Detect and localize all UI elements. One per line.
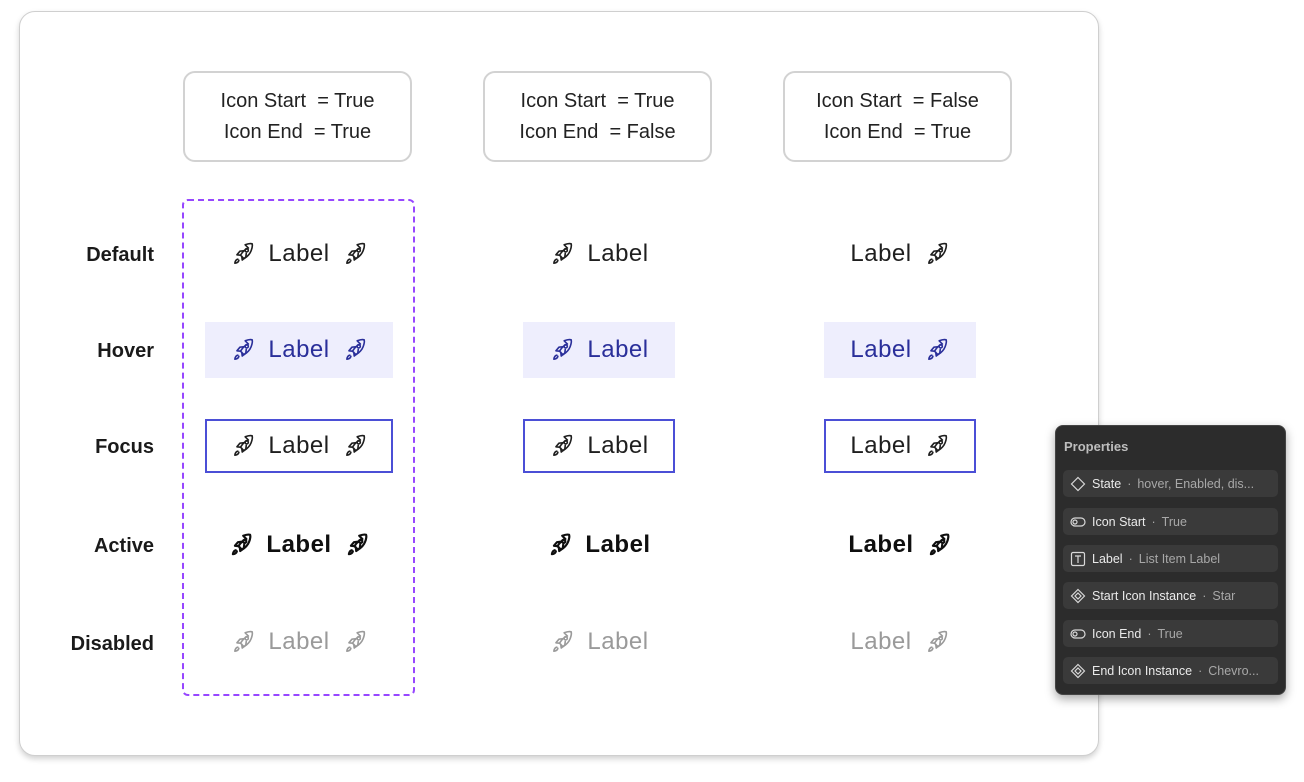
toggle-icon bbox=[1070, 628, 1086, 639]
property-name: Icon Start bbox=[1092, 514, 1146, 529]
list-item-label: Label bbox=[587, 240, 649, 267]
rocket-icon bbox=[551, 533, 571, 556]
property-value: List Item Label bbox=[1138, 551, 1221, 566]
rocket-icon bbox=[345, 630, 365, 653]
list-item-label: Label bbox=[587, 336, 649, 363]
property-row[interactable]: Icon Start · True bbox=[1063, 508, 1278, 535]
list-item-active[interactable]: Label bbox=[205, 525, 393, 565]
property-separator: · bbox=[1127, 476, 1132, 491]
property-name: Icon End bbox=[1092, 626, 1142, 641]
rocket-icon bbox=[345, 338, 365, 361]
property-separator: · bbox=[1147, 626, 1152, 641]
list-item-hover[interactable]: Label bbox=[523, 322, 675, 378]
rocket-icon bbox=[927, 630, 947, 653]
row-label-hover: Hover bbox=[97, 340, 154, 362]
rocket-icon bbox=[345, 242, 365, 265]
list-item-label: Label bbox=[585, 531, 651, 558]
list-item-label: Label bbox=[850, 432, 912, 459]
rocket-icon bbox=[234, 242, 254, 265]
row-label-active: Active bbox=[93, 535, 154, 557]
rocket-icon bbox=[234, 338, 254, 361]
list-item-default[interactable]: Label bbox=[205, 234, 393, 274]
list-item-label: Label bbox=[268, 432, 330, 459]
list-item-focus[interactable]: Label bbox=[205, 419, 393, 473]
rocket-icon bbox=[553, 338, 573, 361]
row-label-default: Default bbox=[86, 244, 154, 266]
column-header-line1: Icon Start = True bbox=[520, 89, 675, 112]
rocket-icon bbox=[927, 434, 947, 457]
property-separator: · bbox=[1128, 551, 1133, 566]
property-name: End Icon Instance bbox=[1092, 663, 1193, 678]
text-icon bbox=[1070, 551, 1086, 566]
list-item-disabled: Label bbox=[824, 622, 976, 662]
property-row[interactable]: End Icon Instance · Chevro... bbox=[1063, 657, 1278, 684]
rocket-icon bbox=[553, 434, 573, 457]
properties-panel-title: Properties bbox=[1064, 439, 1129, 454]
list-item-default[interactable]: Label bbox=[523, 234, 675, 274]
list-item-default[interactable]: Label bbox=[824, 234, 976, 274]
rocket-icon bbox=[927, 242, 947, 265]
row-label-focus: Focus bbox=[95, 436, 154, 458]
list-item-label: Label bbox=[850, 628, 912, 655]
list-item-label: Label bbox=[850, 336, 912, 363]
instance-icon bbox=[1070, 588, 1086, 603]
property-value: True bbox=[1157, 626, 1183, 641]
component-canvas-card bbox=[19, 11, 1099, 756]
rocket-icon bbox=[345, 434, 365, 457]
property-name: Label bbox=[1092, 551, 1123, 566]
rocket-icon bbox=[234, 434, 254, 457]
diamond-icon bbox=[1070, 476, 1086, 491]
property-value: Chevro... bbox=[1208, 663, 1259, 678]
property-value: Star bbox=[1212, 588, 1236, 603]
list-item-focus[interactable]: Label bbox=[523, 419, 675, 473]
property-separator: · bbox=[1198, 663, 1203, 678]
list-item-label: Label bbox=[268, 240, 330, 267]
column-header-line1: Icon Start = True bbox=[220, 89, 375, 112]
property-name: State bbox=[1092, 476, 1122, 491]
list-item-label: Label bbox=[850, 240, 912, 267]
property-row[interactable]: Label · List Item Label bbox=[1063, 545, 1278, 572]
list-item-active[interactable]: Label bbox=[824, 525, 976, 565]
column-header-line1: Icon Start = False bbox=[816, 89, 979, 112]
list-item-hover[interactable]: Label bbox=[205, 322, 393, 378]
column-header-line2: Icon End = True bbox=[823, 120, 972, 143]
property-row[interactable]: Start Icon Instance · Star bbox=[1063, 582, 1278, 609]
list-item-focus[interactable]: Label bbox=[824, 419, 976, 473]
list-item-label: Label bbox=[268, 336, 330, 363]
column-header-1: Icon Start = True Icon End = True bbox=[183, 71, 412, 162]
rocket-icon bbox=[927, 338, 947, 361]
column-header-2: Icon Start = True Icon End = False bbox=[483, 71, 712, 162]
property-row[interactable]: Icon End · True bbox=[1063, 620, 1278, 647]
property-separator: · bbox=[1202, 588, 1207, 603]
rocket-icon bbox=[929, 533, 949, 556]
property-name: Start Icon Instance bbox=[1092, 588, 1197, 603]
rocket-icon bbox=[553, 630, 573, 653]
list-item-label: Label bbox=[587, 432, 649, 459]
rocket-icon bbox=[234, 630, 254, 653]
column-header-line2: Icon End = True bbox=[223, 120, 372, 143]
list-item-hover[interactable]: Label bbox=[824, 322, 976, 378]
list-item-label: Label bbox=[848, 531, 914, 558]
column-header-3: Icon Start = False Icon End = True bbox=[783, 71, 1012, 162]
property-row[interactable]: State · hover, Enabled, dis... bbox=[1063, 470, 1278, 497]
list-item-disabled: Label bbox=[523, 622, 675, 662]
row-label-disabled: Disabled bbox=[70, 633, 154, 655]
selection-outline bbox=[182, 199, 415, 696]
list-item-active[interactable]: Label bbox=[523, 525, 675, 565]
list-item-label: Label bbox=[587, 628, 649, 655]
list-item-label: Label bbox=[266, 531, 332, 558]
rocket-icon bbox=[553, 242, 573, 265]
property-separator: · bbox=[1151, 514, 1156, 529]
list-item-label: Label bbox=[268, 628, 330, 655]
property-value: hover, Enabled, dis... bbox=[1137, 476, 1255, 491]
toggle-icon bbox=[1070, 516, 1086, 527]
rocket-icon bbox=[347, 533, 367, 556]
rocket-icon bbox=[232, 533, 252, 556]
column-header-line2: Icon End = False bbox=[519, 120, 676, 143]
properties-panel: Properties State · hover, Enabled, dis... I… bbox=[1055, 425, 1286, 695]
property-value: True bbox=[1161, 514, 1187, 529]
instance-icon bbox=[1070, 663, 1086, 678]
list-item-disabled: Label bbox=[205, 622, 393, 662]
